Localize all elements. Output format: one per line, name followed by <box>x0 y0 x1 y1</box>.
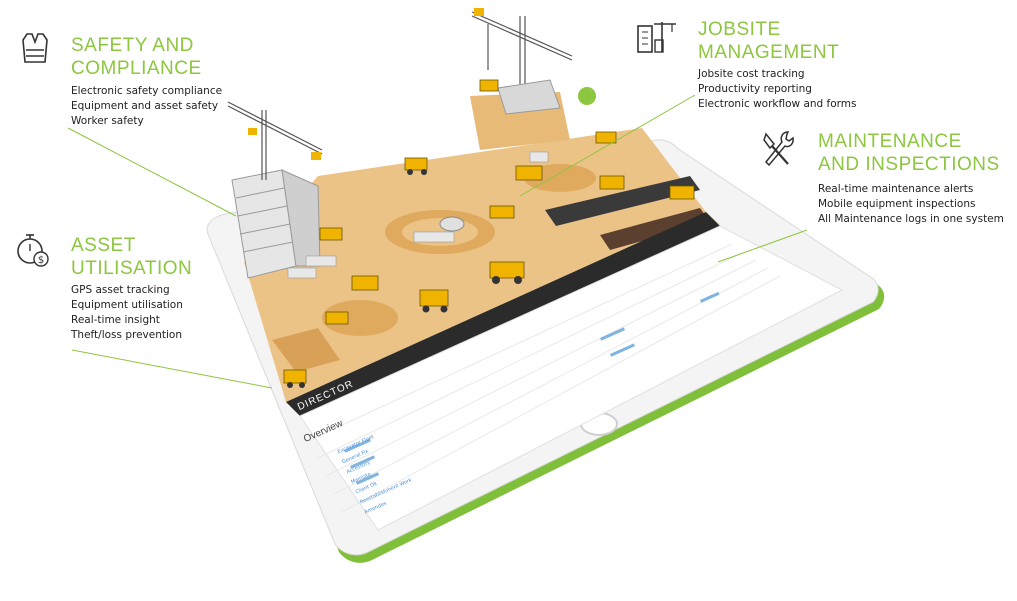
cement-mixer <box>439 216 465 232</box>
dashboard-panel <box>286 212 844 531</box>
building-under-construction <box>227 101 323 279</box>
list-item: Jobsite cost tracking <box>698 68 805 80</box>
list-item: All Maintenance logs in one system <box>818 213 1004 225</box>
callout-lines <box>67 94 808 389</box>
jobsite-management-heading: JOBSITE MANAGEMENT <box>698 19 840 63</box>
safety-vest-icon <box>22 33 48 63</box>
safety-compliance-heading: SAFETY AND COMPLIANCE <box>71 35 202 79</box>
wrench-screwdriver-icon <box>763 131 794 167</box>
asset-utilisation-list: GPS asset tracking Equipment utilisation… <box>71 283 183 343</box>
list-item: Equipment and asset safety <box>71 100 219 112</box>
material-piles <box>287 151 549 279</box>
asset-utilisation-heading: ASSET UTILISATION <box>71 235 193 279</box>
maintenance-inspections-heading: MAINTENANCE AND INSPECTIONS <box>818 131 1000 175</box>
tree <box>578 87 596 105</box>
building-crane-icon <box>637 22 676 53</box>
safety-compliance-list: Electronic safety compliance Equipment a… <box>71 84 222 129</box>
tower-crane-left <box>227 101 323 180</box>
list-item: GPS asset tracking <box>71 284 170 296</box>
maintenance-inspections-list: Real-time maintenance alerts Mobile equi… <box>818 182 1004 227</box>
stopwatch-dollar-icon: $ <box>17 234 49 267</box>
list-item: Electronic safety compliance <box>71 85 223 97</box>
jobsite-management-list: Jobsite cost tracking Productivity repor… <box>698 67 857 112</box>
list-item: Real-time maintenance alerts <box>818 183 974 195</box>
list-item: Worker safety <box>71 115 144 127</box>
concrete-tower <box>497 79 561 115</box>
svg-text:$: $ <box>38 255 44 266</box>
list-item: Mobile equipment inspections <box>818 198 976 210</box>
list-item: Real-time insight <box>71 314 160 326</box>
list-item: Electronic workflow and forms <box>698 98 857 110</box>
list-item: Productivity reporting <box>698 83 812 95</box>
construction-vehicles <box>283 79 695 388</box>
list-item: Theft/loss prevention <box>71 329 182 341</box>
list-item: Equipment utilisation <box>71 299 183 311</box>
